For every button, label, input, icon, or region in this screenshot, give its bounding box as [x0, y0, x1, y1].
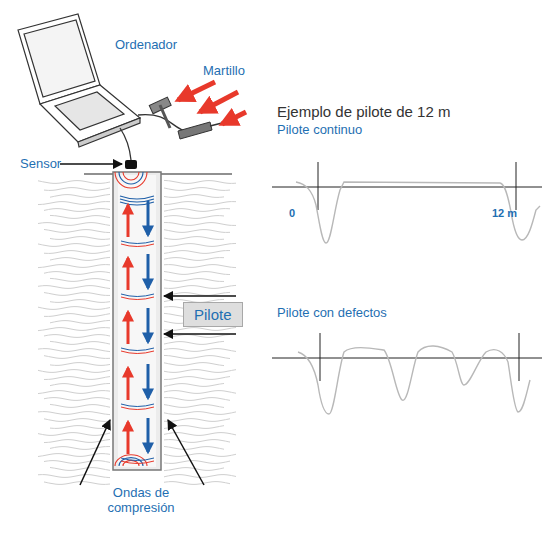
pile-leader	[164, 333, 236, 335]
axis-label: 12 m	[492, 207, 517, 220]
trace-defects	[272, 333, 542, 414]
device-label: Martillo	[203, 64, 245, 79]
chart-title: Ejemplo de pilote de 12 m	[277, 103, 450, 120]
trace-continuous	[272, 162, 542, 243]
wave-label: Ondas de compresión	[86, 486, 196, 516]
laptop	[18, 14, 140, 147]
chart-subtitle: Pilote con defectos	[277, 306, 387, 321]
box-label: Pilote	[194, 306, 232, 323]
pile-inner	[118, 175, 156, 467]
sensor-leader	[60, 163, 122, 165]
axis-label: 0	[289, 207, 295, 220]
pile-leader	[164, 295, 236, 297]
wave-fronts	[115, 172, 154, 466]
device-label: Ordenador	[115, 38, 177, 53]
wave-leader	[80, 420, 110, 485]
sensor-cable	[120, 128, 131, 160]
wave-arrows	[121, 201, 154, 464]
device-label: Sensor	[20, 157, 61, 172]
sensor	[125, 160, 137, 169]
label-box: Pilote	[183, 302, 243, 327]
chart-subtitle: Pilote continuo	[277, 123, 362, 138]
impact-arrows	[178, 82, 246, 124]
wave-leader	[168, 420, 204, 485]
hammer-cable	[138, 115, 188, 132]
pile	[113, 172, 161, 470]
